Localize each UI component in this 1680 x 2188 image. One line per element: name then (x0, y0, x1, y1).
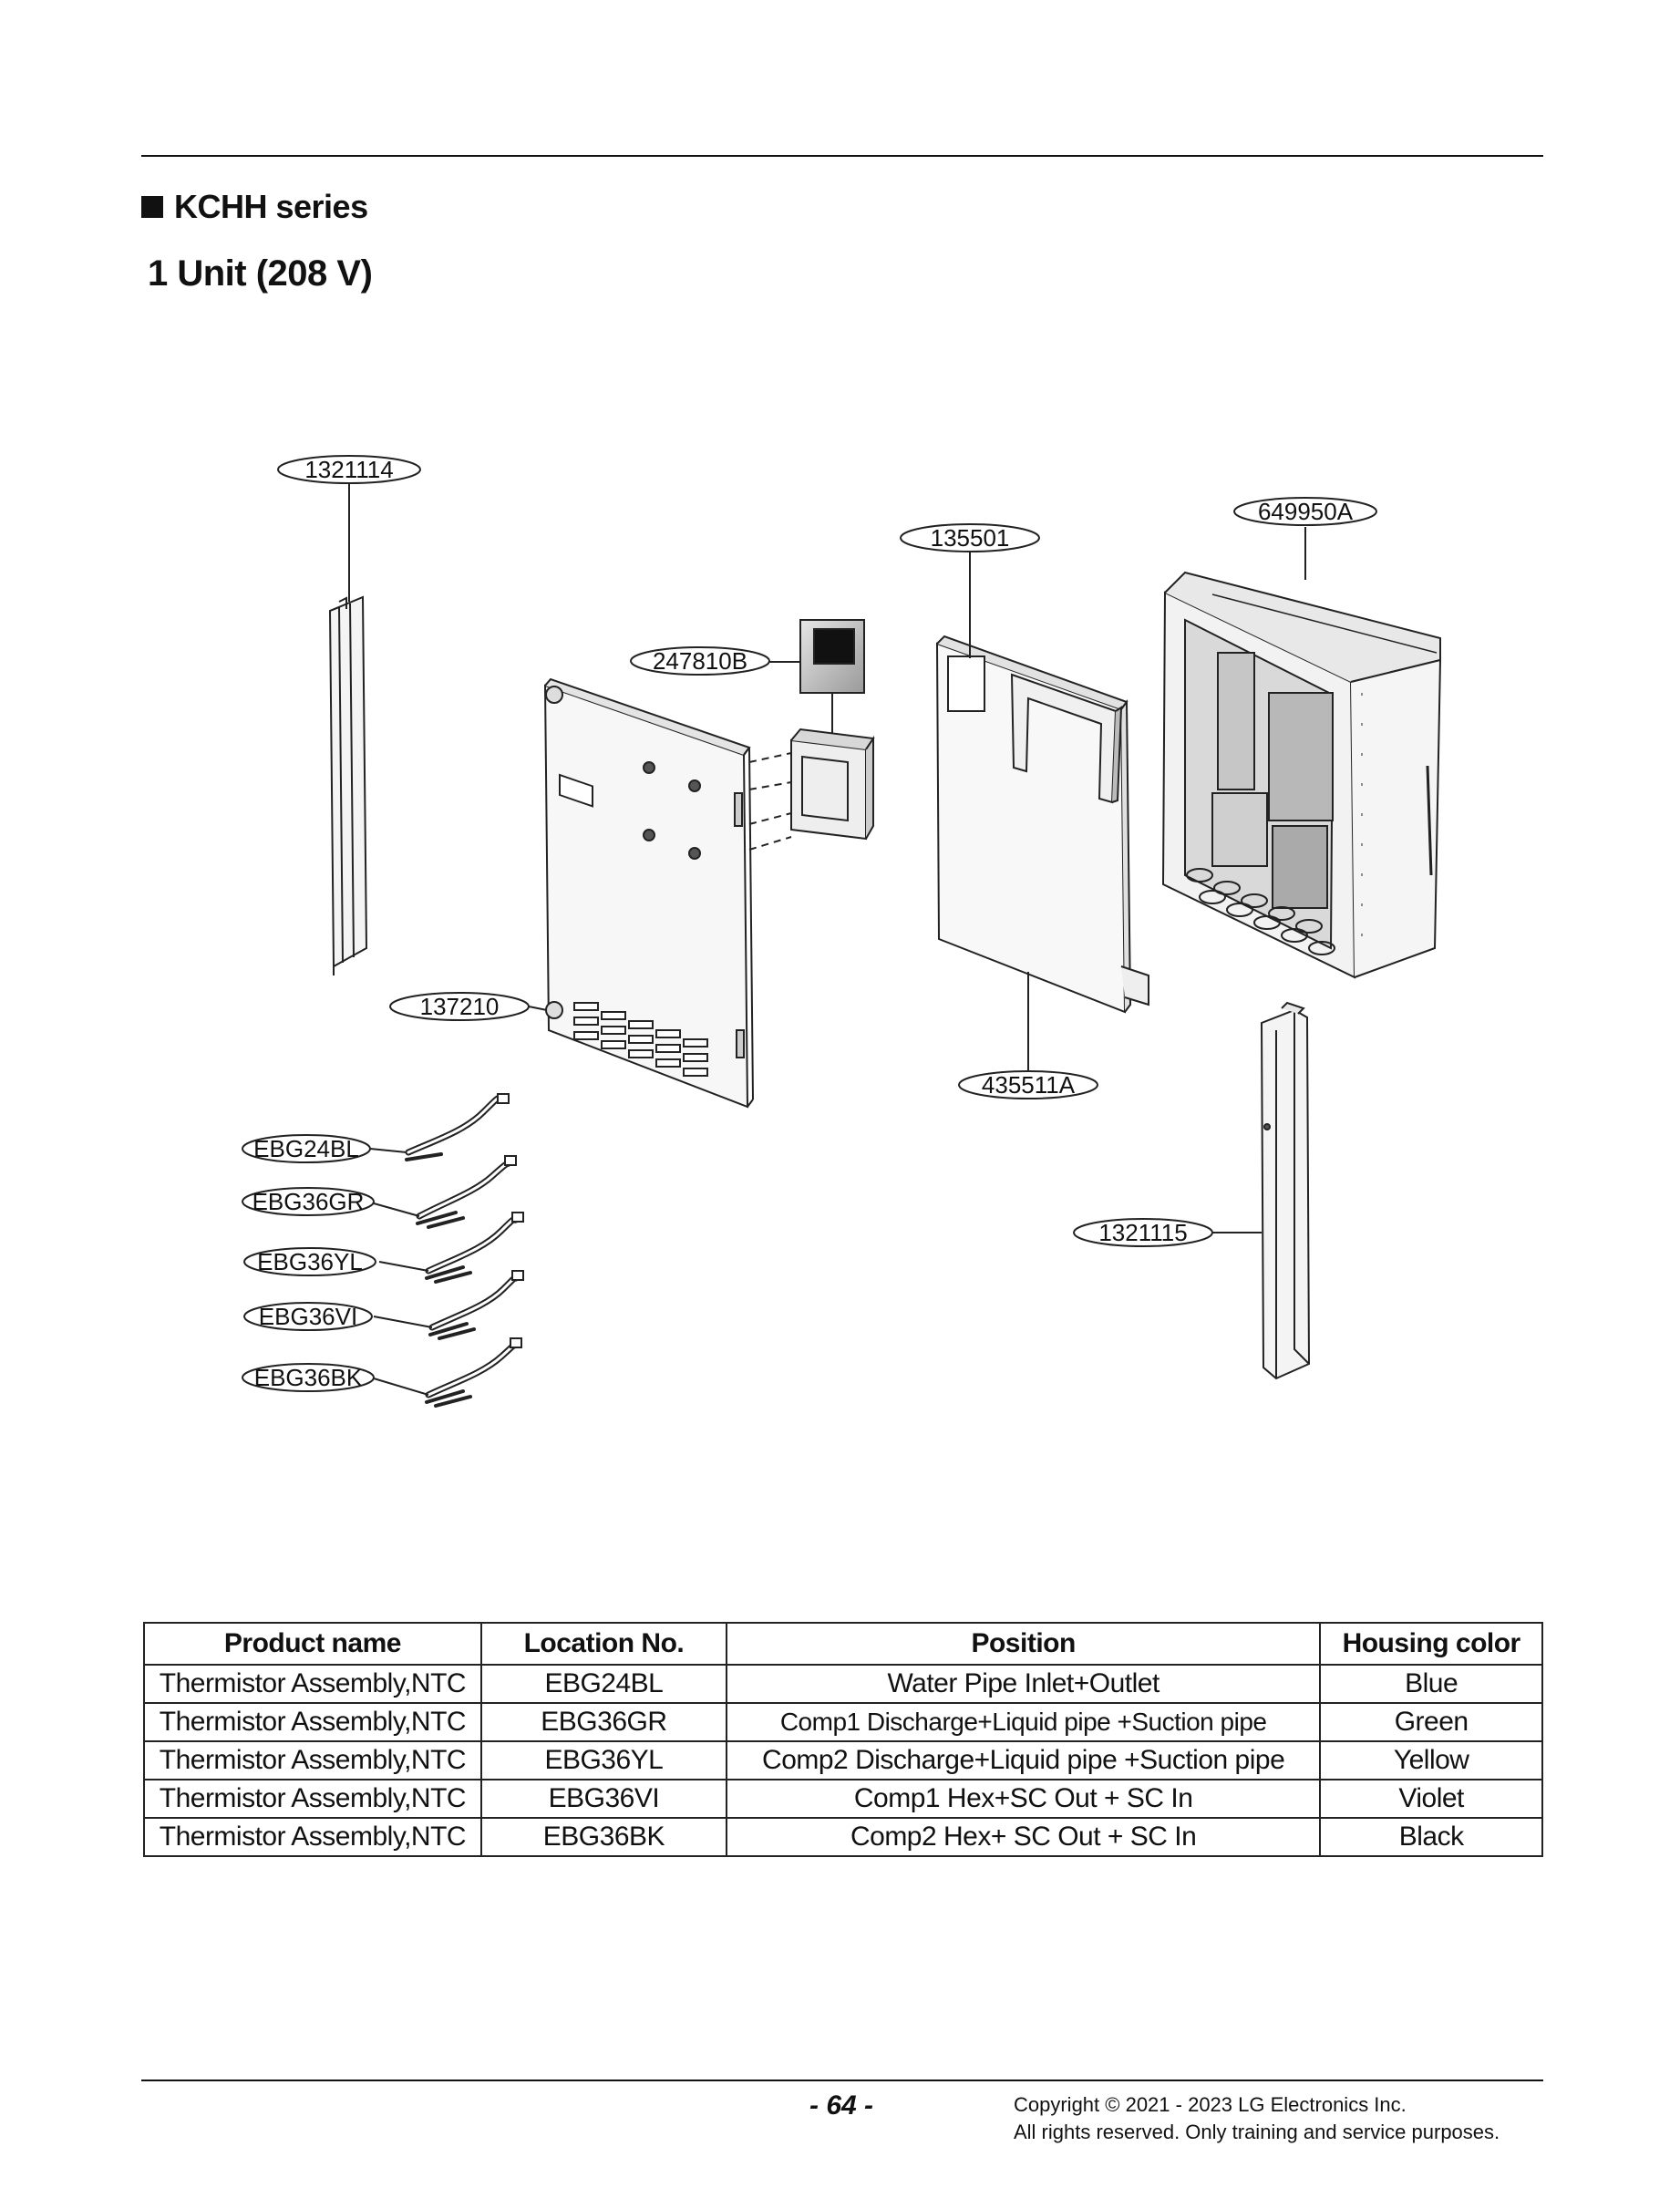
front-cover-part (543, 677, 754, 1109)
callout-label-rail-right: 1321115 (1098, 1219, 1187, 1246)
callout-rail-left: 1321114 (277, 455, 421, 484)
column-header-housing-color: Housing color (1319, 1622, 1543, 1666)
callout-control-box: 247810B (630, 646, 770, 676)
callout-panel-mid-bottom: 435511A (958, 1070, 1098, 1099)
table-row: Thermistor Assembly,NTC EBG24BL Water Pi… (143, 1664, 1543, 1704)
cell-housing-color: Blue (1319, 1664, 1543, 1704)
callout-thermistor-3: EBG36YL (243, 1247, 376, 1276)
callout-label-thermistor-3: EBG36YL (257, 1248, 363, 1275)
cell-position: Comp2 Hex+ SC Out + SC In (725, 1817, 1322, 1857)
callout-label-control-box: 247810B (653, 647, 747, 675)
section-heading: KCHH series (141, 188, 368, 226)
left-rail-part (328, 595, 368, 975)
thermistor-assembly-4 (428, 1270, 524, 1340)
cell-housing-color: Black (1319, 1817, 1543, 1857)
thermistor-assembly-1 (405, 1093, 510, 1161)
cell-product-name: Thermistor Assembly,NTC (143, 1740, 482, 1780)
column-header-position: Position (725, 1622, 1322, 1666)
cell-product-name: Thermistor Assembly,NTC (143, 1664, 482, 1704)
table-row: Thermistor Assembly,NTC EBG36BK Comp2 He… (143, 1817, 1543, 1857)
callout-cover-front: 137210 (389, 992, 530, 1021)
callout-leaders (348, 483, 1306, 1396)
remote-controller-part (790, 619, 875, 841)
bottom-rule (141, 2080, 1543, 2081)
table-row: Thermistor Assembly,NTC EBG36YL Comp2 Di… (143, 1740, 1543, 1780)
callout-rail-right: 1321115 (1073, 1218, 1213, 1247)
thermistor-assembly-3 (425, 1212, 524, 1284)
cell-position: Comp2 Discharge+Liquid pipe +Suction pip… (725, 1740, 1322, 1780)
column-header-location-no: Location No. (479, 1622, 727, 1666)
thermistor-assembly-5 (425, 1337, 522, 1408)
cell-location-no: EBG24BL (479, 1664, 727, 1704)
callout-panel-mid: 135501 (900, 523, 1040, 552)
cell-location-no: EBG36BK (479, 1817, 727, 1857)
cabinet-part (1161, 571, 1442, 979)
cell-location-no: EBG36GR (479, 1702, 727, 1742)
callout-label-panel-mid: 135501 (931, 524, 1010, 552)
thermistor-assemblies (405, 1093, 524, 1408)
copyright-line-2: All rights reserved. Only training and s… (1014, 2121, 1500, 2143)
parts-table: Product name Location No. Position Housi… (143, 1622, 1543, 1857)
square-bullet-icon (141, 196, 163, 218)
cell-location-no: EBG36VI (479, 1779, 727, 1819)
cell-position: Water Pipe Inlet+Outlet (725, 1664, 1322, 1704)
copyright-line-1: Copyright © 2021 - 2023 LG Electronics I… (1014, 2093, 1407, 2116)
table-header-row: Product name Location No. Position Housi… (143, 1622, 1543, 1666)
column-header-product-name: Product name (143, 1622, 482, 1666)
page-number: - 64 - (809, 2090, 874, 2121)
section-title: KCHH series (174, 188, 368, 225)
cell-product-name: Thermistor Assembly,NTC (143, 1702, 482, 1742)
thermistor-assembly-2 (416, 1155, 517, 1229)
callout-label-panel-mid-bottom: 435511A (982, 1071, 1076, 1099)
exploded-parts-diagram: 1321114 247810B 137210 135501 435511A 64… (242, 455, 1442, 1408)
middle-panel-part (935, 635, 1149, 1014)
cell-position: Comp1 Hex+SC Out + SC In (725, 1779, 1322, 1819)
cell-location-no: EBG36YL (479, 1740, 727, 1780)
callout-label-rail-left: 1321114 (304, 456, 393, 483)
callout-thermistor-2: EBG36GR (242, 1187, 375, 1216)
callout-thermistor-4: EBG36VI (243, 1302, 373, 1331)
cell-housing-color: Violet (1319, 1779, 1543, 1819)
callout-label-thermistor-1: EBG24BL (253, 1135, 359, 1162)
callout-thermistor-5: EBG36BK (242, 1363, 375, 1392)
unit-title: 1 Unit (208 V) (148, 253, 373, 294)
cell-housing-color: Green (1319, 1702, 1543, 1742)
callout-label-thermistor-5: EBG36BK (254, 1364, 363, 1391)
cell-housing-color: Yellow (1319, 1740, 1543, 1780)
cell-product-name: Thermistor Assembly,NTC (143, 1779, 482, 1819)
callout-thermistor-1: EBG24BL (242, 1134, 371, 1163)
cell-product-name: Thermistor Assembly,NTC (143, 1817, 482, 1857)
callout-label-cabinet: 649950A (1258, 498, 1354, 525)
top-rule (141, 155, 1543, 157)
callout-label-thermistor-2: EBG36GR (253, 1188, 365, 1215)
copyright: Copyright © 2021 - 2023 LG Electronics I… (1014, 2091, 1500, 2146)
callout-label-cover-front: 137210 (420, 993, 500, 1020)
table-row: Thermistor Assembly,NTC EBG36VI Comp1 He… (143, 1779, 1543, 1819)
cell-position: Comp1 Discharge+Liquid pipe +Suction pip… (725, 1702, 1322, 1742)
right-rail-part (1260, 1001, 1311, 1380)
callout-cabinet: 649950A (1233, 497, 1377, 526)
table-row: Thermistor Assembly,NTC EBG36GR Comp1 Di… (143, 1702, 1543, 1742)
callout-label-thermistor-4: EBG36VI (259, 1303, 357, 1330)
controller-leader-lines (748, 752, 792, 851)
callouts: 1321114 247810B 137210 135501 435511A 64… (242, 455, 1377, 1392)
